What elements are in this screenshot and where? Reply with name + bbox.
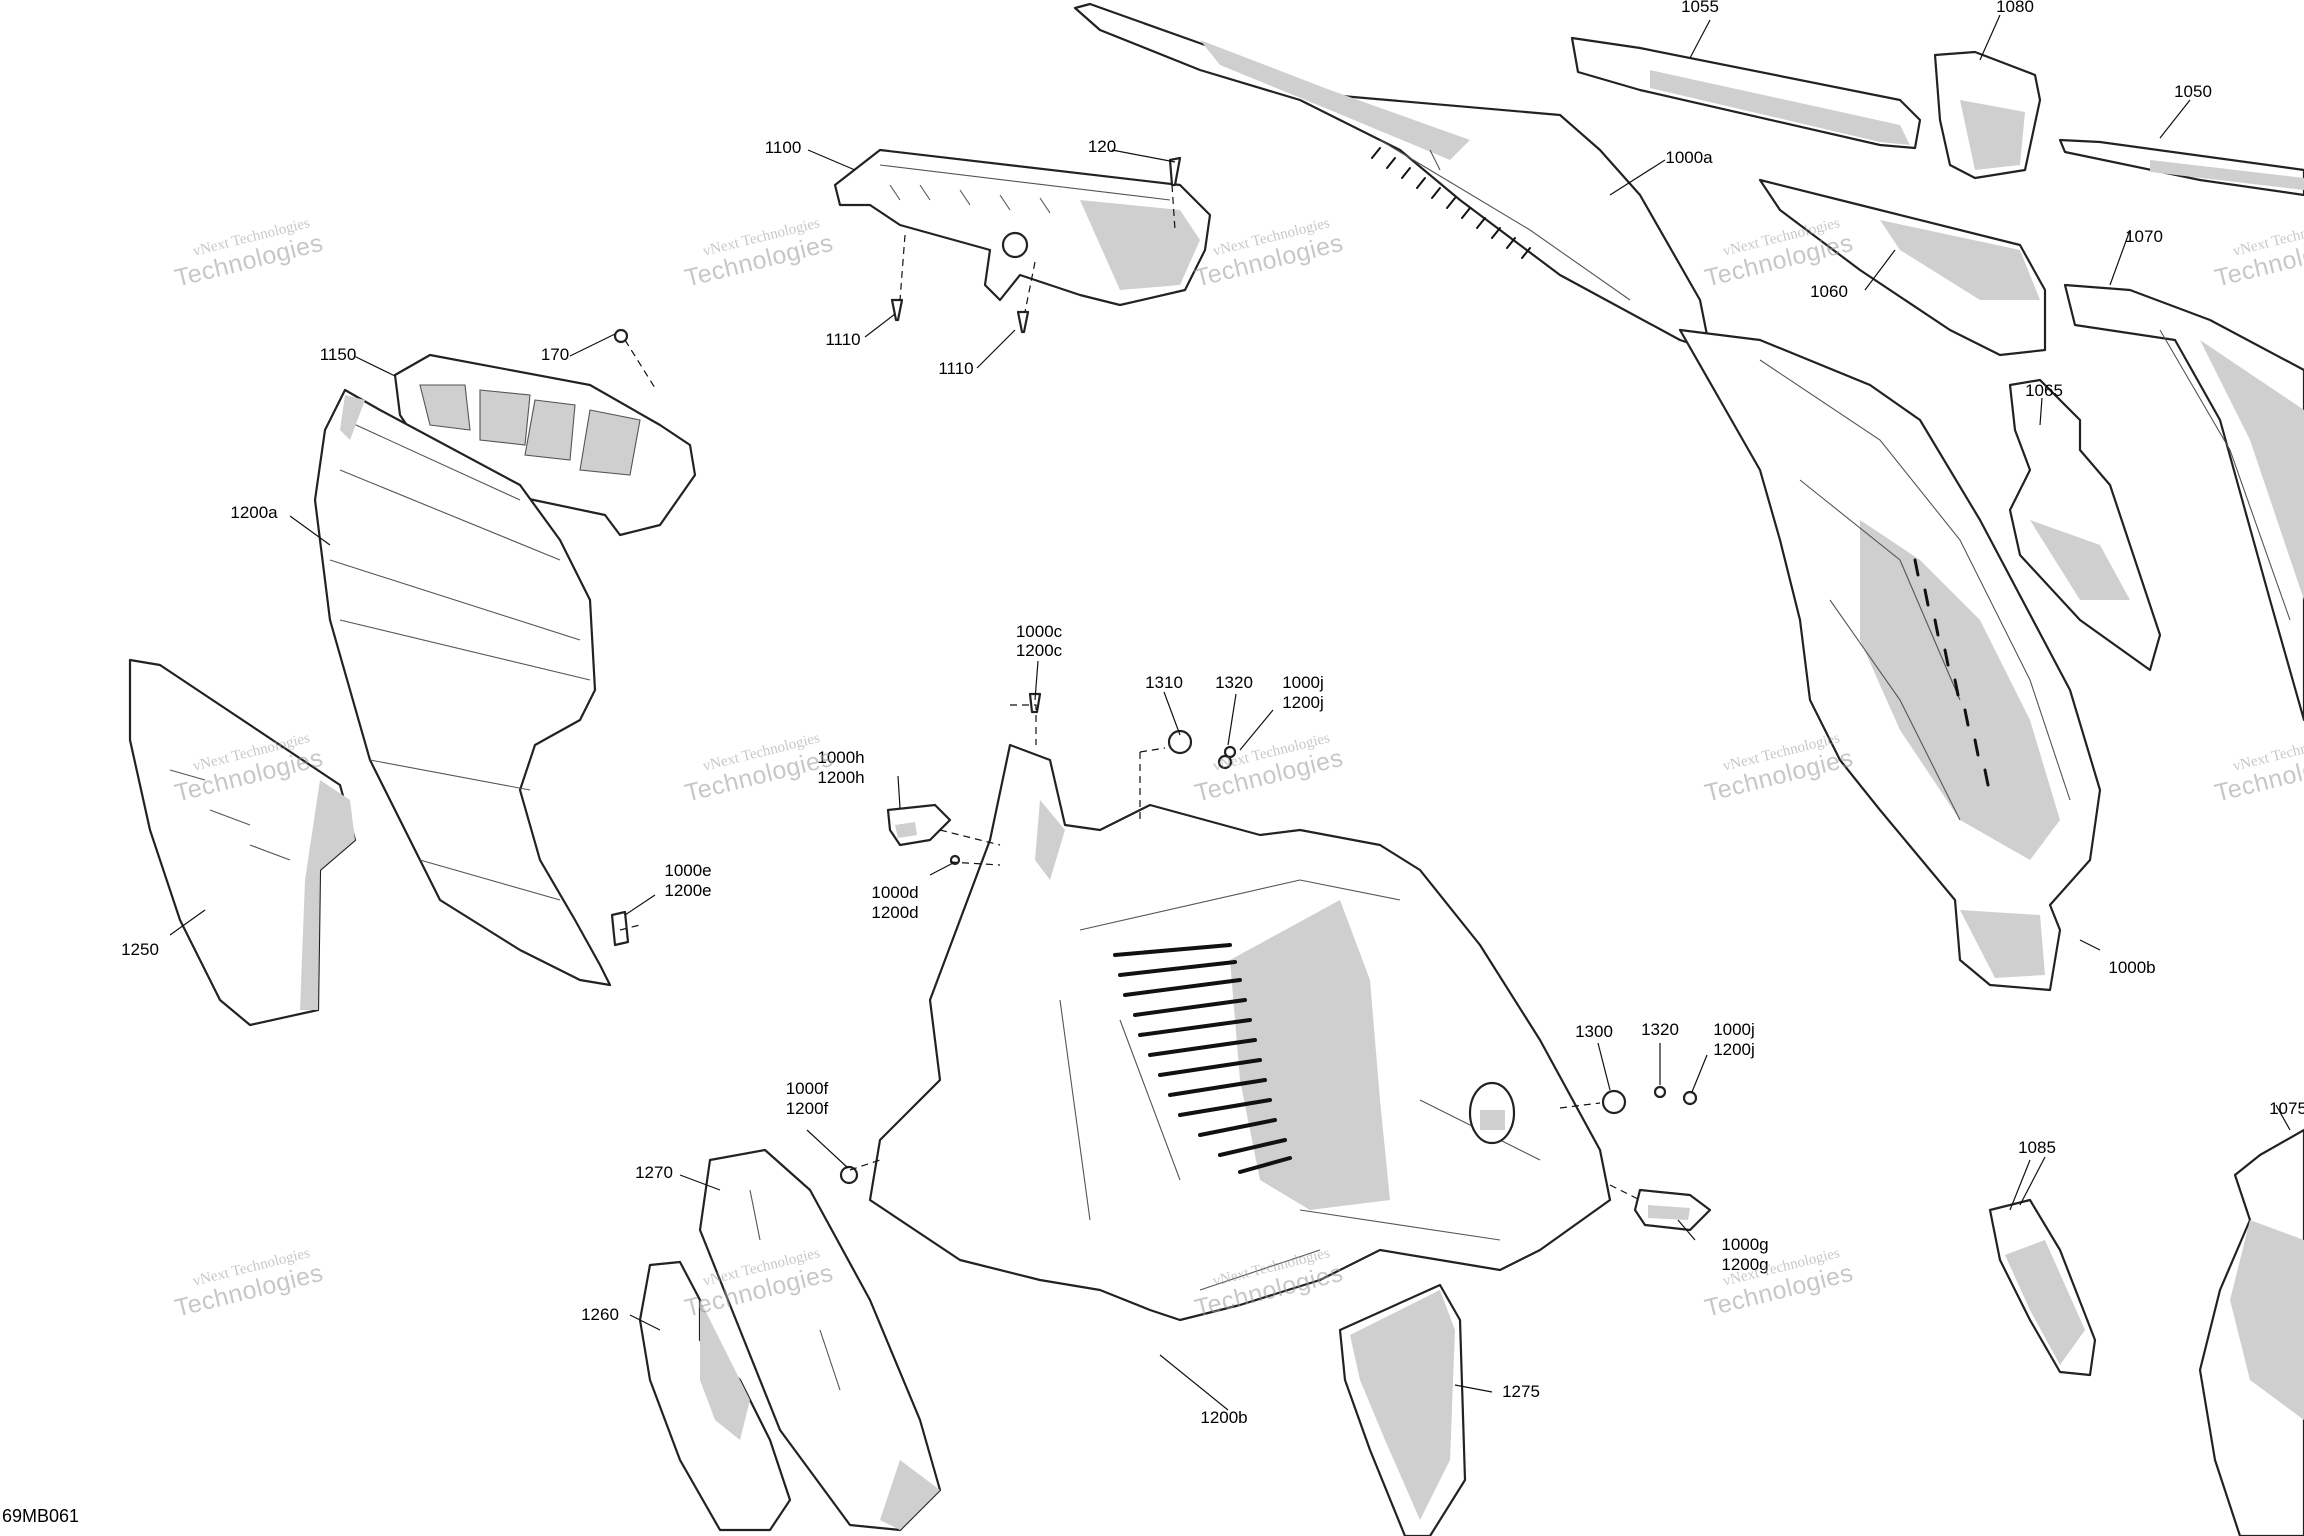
callout-1200j-lower: 1200j [1713,1040,1755,1059]
part-1200b [868,743,1612,1322]
callout-1000j-lower: 1000j [1713,1020,1755,1039]
callout-1275: 1275 [1502,1382,1540,1401]
callout-1000e: 1000e [664,861,711,880]
part-1070 [2063,283,2304,722]
part-1065 [2008,378,2162,672]
callout-1200h: 1200h [817,768,864,787]
part-1270 [698,1148,942,1532]
callout-1200f: 1200f [786,1099,829,1118]
part-1055 [1570,36,1922,150]
callout-1065: 1065 [2025,381,2063,400]
callout-1270: 1270 [635,1163,673,1182]
part-1275 [1338,1283,1467,1536]
callout-1110-left: 1110 [825,330,860,349]
part-1060 [1758,178,2047,357]
callout-1055: 1055 [1681,0,1719,16]
callout-1200d: 1200d [871,903,918,922]
part-1000b [1678,328,2102,992]
callout-1070: 1070 [2125,227,2163,246]
callout-1000d: 1000d [871,883,918,902]
callout-1000g: 1000g [1721,1235,1768,1254]
callout-1320-lower: 1320 [1641,1020,1679,1039]
callout-1050: 1050 [2174,82,2212,101]
callout-1100: 1100 [765,138,802,157]
callout-1110-right: 1110 [938,359,973,378]
callout-170: 170 [541,345,569,364]
callout-1075: 1075 [2269,1099,2304,1118]
part-1080 [1933,50,2042,180]
callout-1060: 1060 [1810,282,1848,301]
callout-1200a: 1200a [230,503,278,522]
callout-1000c: 1000c [1016,622,1063,641]
callout-1085: 1085 [2018,1138,2056,1157]
part-1075 [2198,1128,2304,1536]
callout-1200j-upper: 1200j [1282,693,1324,712]
callout-1150: 1150 [320,345,357,364]
leader-lines [169,14,2291,1411]
assembly-dashed-lines [619,184,1641,1201]
callout-1260: 1260 [581,1305,619,1324]
callout-120: 120 [1088,137,1116,156]
callout-1200e: 1200e [664,881,711,900]
hardware-pieces [610,156,1712,1232]
callout-1310: 1310 [1145,673,1183,692]
callout-1000a: 1000a [1665,148,1713,167]
part-1250 [128,658,357,1027]
callout-1000j-upper: 1000j [1282,673,1324,692]
part-1085 [1988,1198,2097,1377]
callout-1300: 1300 [1575,1022,1613,1041]
part-1200a [313,388,612,987]
callout-1000h: 1000h [817,748,864,767]
part-1260 [638,1260,792,1532]
callout-1320-upper: 1320 [1215,673,1253,692]
callout-1200b: 1200b [1200,1408,1247,1427]
part-1050 [2058,138,2304,197]
callout-labels: 1055 1080 1050 1100 120 1000a 1060 1070 … [121,0,2304,1427]
part-1100 [833,148,1212,307]
callout-1000b: 1000b [2108,958,2155,977]
callout-1200g: 1200g [1721,1255,1768,1274]
callout-1080: 1080 [1996,0,2034,16]
callout-1250: 1250 [121,940,159,959]
callout-1000f: 1000f [786,1079,829,1098]
drawing-reference: 69MB061 [2,1506,80,1526]
callout-1200c: 1200c [1016,641,1063,660]
